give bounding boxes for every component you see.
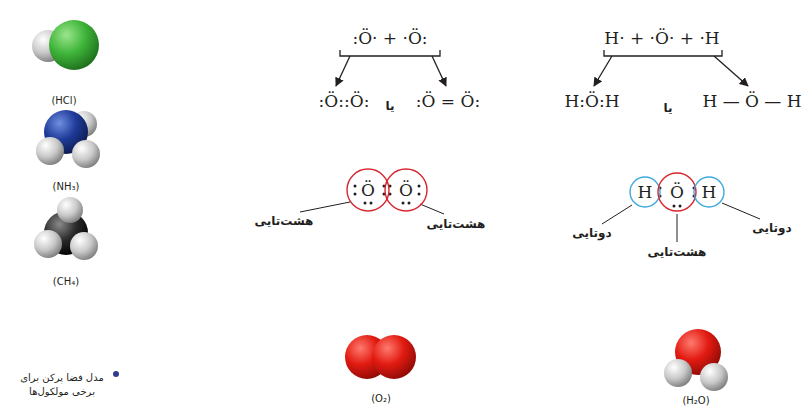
ch4-model <box>34 197 98 260</box>
atom-circle: H <box>693 176 725 208</box>
atom-symbol: Ö <box>657 172 697 212</box>
duet-label: دوتایی <box>572 226 611 240</box>
atom-symbol: H <box>629 176 661 208</box>
molecule-caption: (CH₄) <box>53 276 79 287</box>
duet-label: دوتایی <box>752 221 791 235</box>
atom-circle: Ö <box>346 168 390 212</box>
atom-symbol: H <box>693 176 725 208</box>
molecule-caption: (NH₃) <box>53 181 80 192</box>
atom-circle: Ö <box>384 168 428 212</box>
bracket <box>336 50 748 86</box>
bullet <box>113 371 119 377</box>
lewis-structure: :Ö::Ö: <box>319 91 370 111</box>
or-word: یا <box>663 101 672 115</box>
atom-circle: Ö <box>657 172 697 212</box>
leader-line <box>300 202 760 242</box>
molecule-caption: (HCl) <box>51 95 76 106</box>
atom-symbol: Ö <box>384 168 428 212</box>
molecule-caption: (O₂) <box>371 393 391 404</box>
atom-symbol: Ö <box>346 168 390 212</box>
octet-label: هشت‌تایی <box>648 245 707 259</box>
o2-model <box>345 335 416 379</box>
note-text: مدل فضا پرکن برای برخی مولکول‌ها <box>13 371 111 398</box>
octet-label: هشت‌تایی <box>255 214 314 228</box>
lewis-structure: :Ö = Ö: <box>416 91 480 111</box>
hcl-model <box>32 20 99 70</box>
atom-circle: H <box>629 176 661 208</box>
nh3-model <box>36 110 100 168</box>
octet-label: هشت‌تایی <box>427 217 486 231</box>
lewis-equation: :Ö· + ·Ö: <box>352 28 427 48</box>
lewis-equation: H· + ·Ö· + ·H <box>604 28 719 48</box>
molecule-caption: (H₂O) <box>682 395 709 406</box>
h2o-model <box>664 329 728 391</box>
or-word: یا <box>385 99 394 113</box>
lewis-structure: H — Ö — H <box>702 91 801 111</box>
lewis-structure: H:Ö:H <box>564 91 619 111</box>
